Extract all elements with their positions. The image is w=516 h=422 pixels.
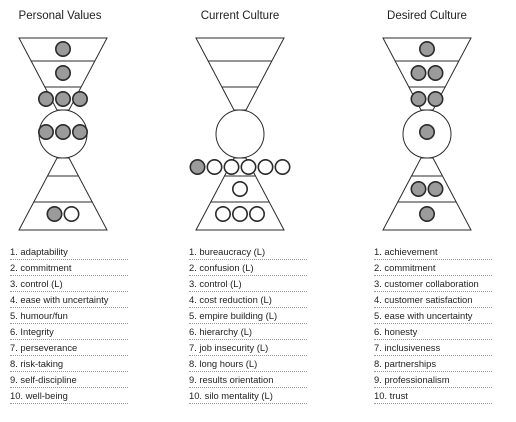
value-marker <box>410 64 427 81</box>
upper-funnel <box>195 37 285 111</box>
value-marker <box>223 159 240 176</box>
values-list: 1. adaptability 2. commitment 3. control… <box>10 244 128 404</box>
list-item: 8. partnerships <box>374 356 492 372</box>
hourglass-figure <box>372 36 482 232</box>
list-item: 7. job insecurity (L) <box>189 340 307 356</box>
list-item: 10. well-being <box>10 388 128 404</box>
value-marker <box>249 206 266 223</box>
lower-funnel <box>18 157 108 231</box>
list-item: 4. cost reduction (L) <box>189 292 307 308</box>
value-marker <box>63 206 80 223</box>
value-marker <box>37 90 54 107</box>
list-item: 3. customer collaboration <box>374 276 492 292</box>
center-circle <box>215 109 265 159</box>
list-item: 6. hierarchy (L) <box>189 324 307 340</box>
value-marker <box>410 181 427 198</box>
value-marker <box>427 90 444 107</box>
list-item: 1. achievement <box>374 244 492 260</box>
value-marker <box>418 41 435 57</box>
hourglass-svg <box>189 37 291 231</box>
list-item: 2. confusion (L) <box>189 260 307 276</box>
list-item: 9. professionalism <box>374 372 492 388</box>
value-marker <box>46 206 63 223</box>
list-item: 3. control (L) <box>10 276 128 292</box>
value-marker <box>231 181 248 198</box>
list-item: 7. inclusiveness <box>374 340 492 356</box>
hourglass-svg <box>382 37 472 231</box>
list-item: 2. commitment <box>10 260 128 276</box>
list-item: 7. perseverance <box>10 340 128 356</box>
value-marker <box>54 124 71 141</box>
list-item: 6. honesty <box>374 324 492 340</box>
upper-funnel <box>382 37 472 111</box>
values-list: 1. bureaucracy (L) 2. confusion (L) 3. c… <box>189 244 307 404</box>
list-item: 4. customer satisfaction <box>374 292 492 308</box>
column-title: Current Culture <box>200 10 280 22</box>
value-marker <box>206 159 223 176</box>
value-marker <box>54 90 71 107</box>
list-item: 8. long hours (L) <box>189 356 307 372</box>
value-marker <box>427 64 444 81</box>
value-marker <box>72 124 89 141</box>
value-marker <box>427 181 444 198</box>
value-marker <box>54 64 71 81</box>
list-item: 10. silo mentality (L) <box>189 388 307 404</box>
value-marker <box>214 206 231 223</box>
value-marker <box>418 124 435 141</box>
list-item: 5. empire building (L) <box>189 308 307 324</box>
value-marker <box>231 206 248 223</box>
list-item: 5. humour/fun <box>10 308 128 324</box>
value-marker <box>189 159 206 176</box>
value-marker <box>54 41 71 57</box>
value-marker <box>418 206 435 223</box>
list-item: 9. self-discipline <box>10 372 128 388</box>
column-title: Personal Values <box>18 10 102 22</box>
list-item: 8. risk-taking <box>10 356 128 372</box>
list-item: 1. bureaucracy (L) <box>189 244 307 260</box>
list-item: 10. trust <box>374 388 492 404</box>
list-item: 4. ease with uncertainty <box>10 292 128 308</box>
value-marker <box>410 90 427 107</box>
list-item: 2. commitment <box>374 260 492 276</box>
value-marker <box>72 90 89 107</box>
value-marker <box>257 159 274 176</box>
hourglass-svg <box>18 37 108 231</box>
value-marker <box>240 159 257 176</box>
list-item: 1. adaptability <box>10 244 128 260</box>
values-list: 1. achievement 2. commitment 3. customer… <box>374 244 492 404</box>
hourglass-figure <box>185 36 295 232</box>
list-item: 6. Integrity <box>10 324 128 340</box>
value-marker <box>37 124 54 141</box>
hourglass-figure <box>8 36 118 232</box>
list-item: 3. control (L) <box>189 276 307 292</box>
list-item: 5. ease with uncertainty <box>374 308 492 324</box>
value-marker <box>274 159 291 176</box>
column-title: Desired Culture <box>387 10 467 22</box>
list-item: 9. results orientation <box>189 372 307 388</box>
